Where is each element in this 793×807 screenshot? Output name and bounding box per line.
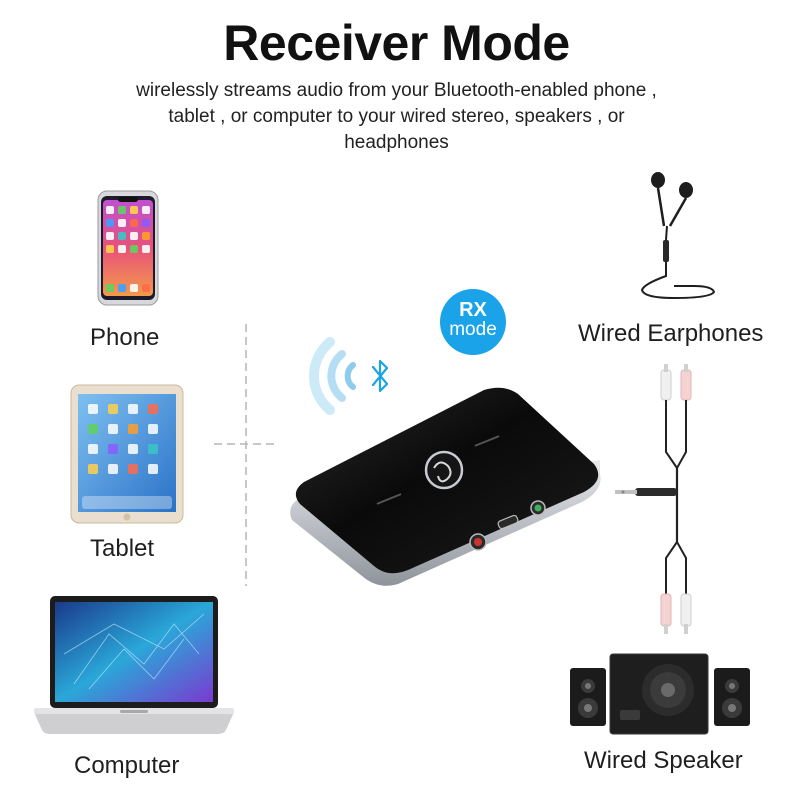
- rca-cable-icon: [605, 362, 715, 642]
- page-subtitle: wirelessly streams audio from your Bluet…: [136, 80, 657, 153]
- rx-mode-badge: RX mode: [440, 289, 506, 355]
- connector-lines: [210, 320, 280, 590]
- bluetooth-icon: [367, 357, 393, 395]
- wired-earphones-label: Wired Earphones: [578, 320, 764, 347]
- laptop-icon: [34, 594, 234, 738]
- smartphone-icon: [97, 190, 159, 306]
- bluetooth-receiver-device: [282, 380, 612, 610]
- speaker-icon: [568, 650, 754, 740]
- tablet-label: Tablet: [90, 535, 155, 562]
- wired-speaker-label: Wired Speaker: [584, 747, 743, 774]
- rx-badge-text: RX: [459, 299, 487, 321]
- signal-waves-icon: [300, 334, 360, 418]
- earphones-icon: [634, 166, 720, 306]
- computer-label: Computer: [74, 752, 180, 779]
- mode-badge-text: mode: [449, 319, 497, 340]
- page-title: Receiver Mode: [223, 15, 570, 71]
- tablet-icon: [70, 384, 184, 524]
- phone-label: Phone: [90, 324, 160, 351]
